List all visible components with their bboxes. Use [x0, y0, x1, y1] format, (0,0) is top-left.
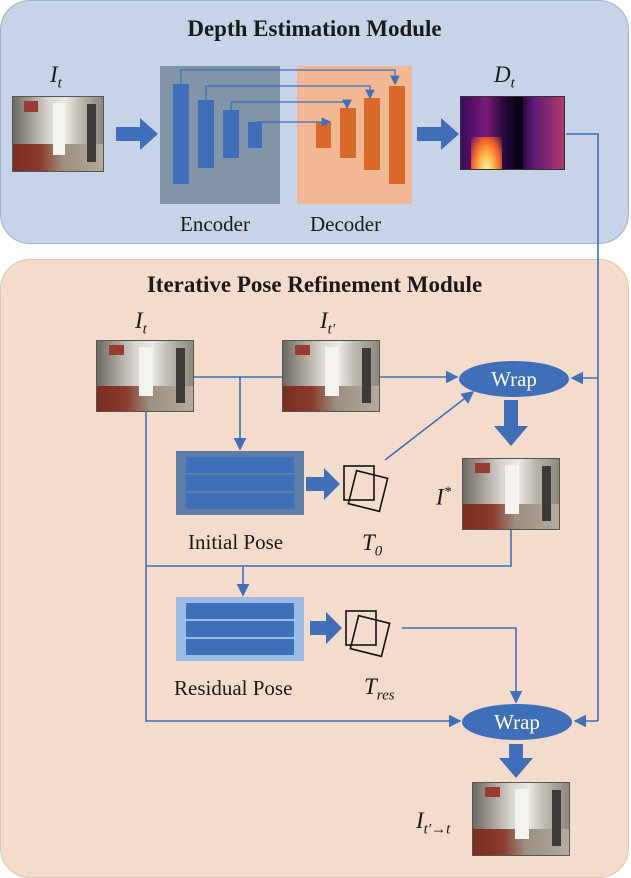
- skip-connection-3: [230, 99, 352, 110]
- skip-connection-1: [180, 69, 400, 86]
- pose-module-title: Iterative Pose Refinement Module: [146, 272, 483, 297]
- encoder-layer-2: [198, 100, 214, 168]
- residual-pose-network: [176, 597, 304, 661]
- wrap1-to-intermediate-arrow: [494, 400, 528, 446]
- tres-pose-icon-square-a: [345, 610, 377, 646]
- initial-net-to-t0-arrow: [306, 468, 340, 500]
- decoder-label: Decoder: [310, 212, 382, 236]
- target-down-line: [145, 412, 512, 567]
- wrap-node-2: Wrap: [462, 704, 572, 740]
- target-image-label: It: [135, 308, 147, 338]
- intermediate-image: [462, 458, 560, 530]
- t0-label: T0: [362, 530, 383, 560]
- residual-pose-label: Residual Pose: [174, 676, 293, 700]
- initial-pose-label: Initial Pose: [188, 530, 284, 554]
- decoder-to-depth-arrow: [417, 118, 459, 150]
- decoder-layer-1: [316, 122, 331, 148]
- wrap2-to-output-arrow: [499, 744, 533, 778]
- t0-pose-icon-square-a: [343, 465, 375, 501]
- t0-pose-icon-square-b: [347, 469, 389, 513]
- depth-to-wrap-line: [566, 133, 599, 378]
- decoder-layer-3: [364, 98, 380, 170]
- tres-label: Tres: [364, 674, 395, 704]
- decoder-layer-4: [389, 86, 405, 184]
- source-image-label: It′: [320, 308, 336, 338]
- depth-input-label: It: [50, 62, 62, 92]
- depth-input-image: [12, 96, 104, 172]
- intermediate-image-label: I*: [436, 484, 452, 510]
- initial-pose-network: [176, 451, 304, 515]
- depth-output-label: Dt: [494, 62, 515, 92]
- wrap-node-1: Wrap: [459, 361, 569, 397]
- encoder-label: Encoder: [180, 212, 250, 236]
- warped-output-label: It′→t: [416, 808, 451, 838]
- target-image: [96, 340, 194, 412]
- residual-net-to-tres-arrow: [310, 612, 342, 644]
- tres-pose-icon-square-b: [349, 614, 391, 658]
- t0-to-wrap1-arrow: [384, 391, 475, 461]
- warped-output-image: [472, 782, 570, 856]
- source-image: [282, 340, 380, 412]
- encoder-layer-4: [248, 122, 262, 148]
- encoder-layer-3: [223, 110, 239, 158]
- encoder-layer-1: [173, 84, 189, 184]
- target-to-wrap2-line: [145, 566, 462, 728]
- decoder-layer-2: [340, 108, 356, 158]
- tres-to-wrap2-line: [402, 627, 523, 704]
- skip-connection-2: [205, 85, 375, 100]
- depth-module-title: Depth Estimation Module: [187, 16, 442, 41]
- input-to-encoder-arrow: [116, 118, 158, 150]
- depth-map-image: [460, 96, 565, 170]
